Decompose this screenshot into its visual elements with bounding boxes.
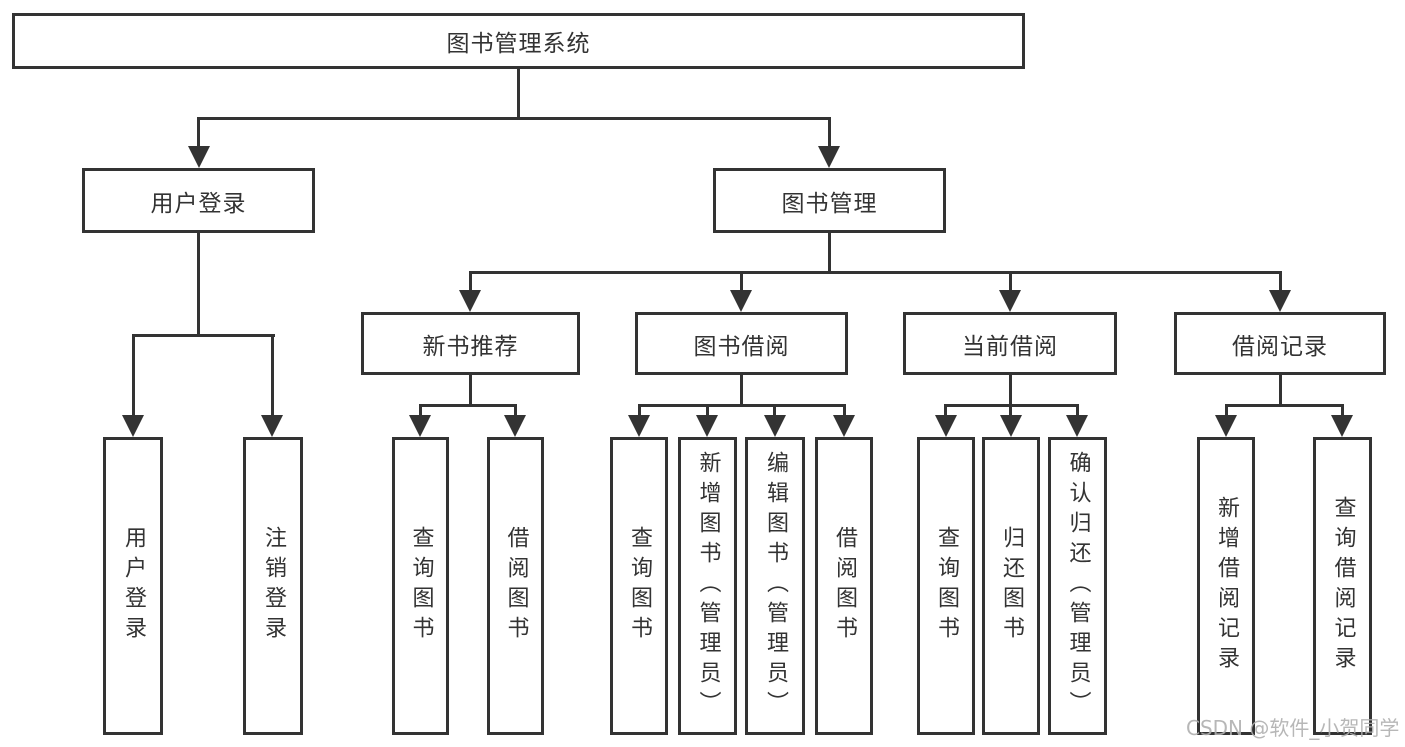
connector-level1-branch	[197, 117, 831, 120]
leaf-add-books-admin: 新增图书（管理员）	[678, 437, 737, 735]
arrowhead-down-b2	[696, 415, 718, 437]
arrowhead-down-user-login	[188, 146, 210, 168]
leaf-confirm-return-admin: 确认归还（管理员）	[1048, 437, 1107, 735]
arrowhead-down-b1	[628, 415, 650, 437]
connector-drop-recommend	[469, 271, 472, 292]
node-borrowing-records-label: 借阅记录	[1232, 333, 1328, 360]
leaf-add-books-admin-label: 新增图书（管理员）	[695, 451, 721, 721]
connector-current-branch	[945, 404, 1079, 407]
leaf-confirm-return-admin-label: 确认归还（管理员）	[1065, 451, 1091, 721]
leaf-edit-books-admin: 编辑图书（管理员）	[745, 437, 805, 735]
leaf-add-borrow-record-label: 新增借阅记录	[1214, 496, 1239, 676]
node-book-borrowing: 图书借阅	[635, 312, 848, 375]
arrowhead-down-book-mgmt	[818, 146, 840, 168]
connector-user-login-branch	[132, 334, 275, 337]
arrowhead-down-c2	[1000, 415, 1022, 437]
arrowhead-down-c3	[1066, 415, 1088, 437]
leaf-return-books-label: 归还图书	[999, 526, 1024, 646]
connector-book-mgmt-stem	[828, 233, 831, 274]
arrowhead-down-leaf-logout	[261, 415, 283, 437]
node-user-login-branch: 用户登录	[82, 168, 315, 233]
node-current-borrowing: 当前借阅	[903, 312, 1117, 375]
watermark: CSDN @软件_小贺同学	[1186, 716, 1400, 740]
connector-drop-records	[1279, 271, 1282, 292]
arrowhead-down-a2	[504, 415, 526, 437]
leaf-recommend-query-books-label: 查询图书	[408, 526, 434, 646]
connector-user-login-stem	[197, 233, 200, 337]
node-user-login-branch-label: 用户登录	[150, 190, 247, 217]
connector-level3-branch	[469, 271, 1281, 274]
connector-borrowing-stem	[740, 375, 743, 407]
node-root-label: 图书管理系统	[446, 31, 591, 57]
leaf-current-query-books-label: 查询图书	[934, 526, 959, 646]
leaf-recommend-query-books: 查询图书	[392, 437, 449, 735]
connector-drop-borrowing	[740, 271, 743, 292]
node-current-borrowing-label: 当前借阅	[962, 333, 1058, 360]
arrowhead-down-leaf-user-login	[122, 415, 144, 437]
leaf-add-borrow-record: 新增借阅记录	[1197, 437, 1255, 735]
leaf-query-borrow-record-label: 查询借阅记录	[1330, 496, 1356, 676]
leaf-edit-books-admin-label: 编辑图书（管理员）	[763, 451, 788, 721]
leaf-recommend-borrow-books-label: 借阅图书	[503, 526, 529, 646]
leaf-borrowing-query-books-label: 查询图书	[627, 526, 652, 646]
node-book-borrowing-label: 图书借阅	[693, 333, 790, 360]
node-borrowing-records: 借阅记录	[1174, 312, 1386, 375]
leaf-recommend-borrow-books: 借阅图书	[487, 437, 544, 735]
connector-drop-d2	[1341, 404, 1344, 418]
arrowhead-down-recommend	[459, 290, 481, 312]
connector-drop-d1	[1225, 404, 1228, 418]
connector-root-stem	[517, 69, 520, 120]
connector-drop-c3	[1076, 404, 1079, 418]
connector-records-branch	[1225, 404, 1343, 407]
arrowhead-down-current	[999, 290, 1021, 312]
leaf-return-books: 归还图书	[982, 437, 1040, 735]
connector-recommend-branch	[419, 404, 517, 407]
node-book-management-branch-label: 图书管理	[781, 190, 878, 217]
connector-drop-a2	[514, 404, 517, 418]
leaf-user-login: 用户登录	[103, 437, 163, 735]
connector-recommend-stem	[469, 375, 472, 407]
leaf-logout: 注销登录	[243, 437, 303, 735]
connector-drop-b2	[706, 404, 709, 418]
connector-drop-user-login	[197, 117, 200, 149]
connector-drop-c1	[944, 404, 947, 418]
node-new-book-recommend-label: 新书推荐	[422, 333, 519, 360]
arrowhead-down-borrowing	[730, 290, 752, 312]
leaf-user-login-label: 用户登录	[121, 526, 146, 646]
connector-records-stem	[1279, 375, 1282, 407]
connector-drop-leaf-user-login	[132, 334, 135, 418]
leaf-query-borrow-record: 查询借阅记录	[1313, 437, 1372, 735]
arrowhead-down-records	[1269, 290, 1291, 312]
leaf-borrow-books-label: 借阅图书	[832, 526, 857, 646]
node-new-book-recommend: 新书推荐	[361, 312, 580, 375]
node-book-management-branch: 图书管理	[713, 168, 946, 233]
connector-borrowing-branch	[638, 404, 846, 407]
connector-drop-leaf-logout	[271, 334, 274, 418]
connector-drop-c2	[1009, 404, 1012, 418]
arrowhead-down-d1	[1215, 415, 1237, 437]
connector-drop-current	[1009, 271, 1012, 292]
connector-drop-b4	[843, 404, 846, 418]
connector-drop-b3	[773, 404, 776, 418]
connector-drop-b1	[638, 404, 641, 418]
connector-drop-book-mgmt	[828, 117, 831, 149]
connector-current-stem	[1009, 375, 1012, 407]
arrowhead-down-a1	[409, 415, 431, 437]
leaf-logout-label: 注销登录	[261, 526, 286, 646]
arrowhead-down-c1	[935, 415, 957, 437]
leaf-borrowing-query-books: 查询图书	[610, 437, 668, 735]
node-root: 图书管理系统	[12, 13, 1025, 69]
connector-drop-a1	[419, 404, 422, 418]
arrowhead-down-d2	[1331, 415, 1353, 437]
leaf-current-query-books: 查询图书	[917, 437, 975, 735]
arrowhead-down-b3	[764, 415, 786, 437]
leaf-borrow-books: 借阅图书	[815, 437, 873, 735]
arrowhead-down-b4	[833, 415, 855, 437]
